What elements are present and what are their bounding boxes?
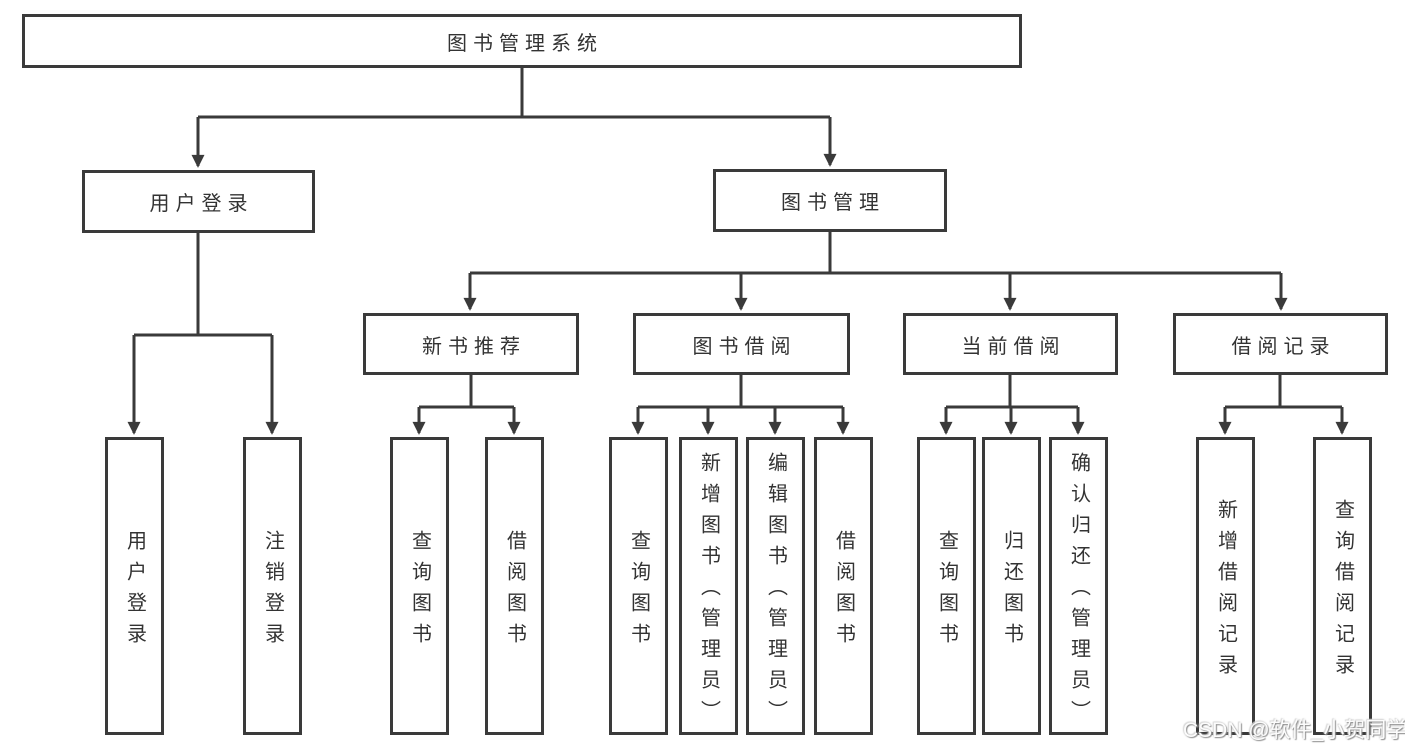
leaf-query-books-recommend: 查询图书 <box>390 437 449 735</box>
node-book-borrowing: 图书借阅 <box>633 313 850 375</box>
node-library-management-system: 图书管理系统 <box>22 14 1022 68</box>
leaf-query-borrow-record: 查询借阅记录 <box>1313 437 1372 735</box>
leaf-borrow-books-borrowing: 借阅图书 <box>814 437 873 735</box>
leaf-add-borrow-record: 新增借阅记录 <box>1196 437 1255 735</box>
node-new-book-recommendation: 新书推荐 <box>363 313 579 375</box>
node-book-management: 图书管理 <box>713 169 947 232</box>
node-borrowing-records: 借阅记录 <box>1173 313 1388 375</box>
leaf-logout: 注销登录 <box>243 437 302 735</box>
csdn-watermark: CSDN @软件_小贺同学 <box>1183 719 1405 742</box>
leaf-edit-book-admin: 编辑图书（管理员） <box>746 437 805 735</box>
leaf-user-login: 用户登录 <box>105 437 164 735</box>
leaf-return-books: 归还图书 <box>982 437 1041 735</box>
node-current-borrowing: 当前借阅 <box>903 313 1118 375</box>
node-user-login: 用户登录 <box>82 170 315 233</box>
leaf-query-books-current: 查询图书 <box>917 437 976 735</box>
leaf-add-book-admin: 新增图书（管理员） <box>679 437 738 735</box>
leaf-confirm-return-admin: 确认归还（管理员） <box>1049 437 1108 735</box>
leaf-borrow-books-recommend: 借阅图书 <box>485 437 544 735</box>
leaf-query-books-borrowing: 查询图书 <box>609 437 668 735</box>
